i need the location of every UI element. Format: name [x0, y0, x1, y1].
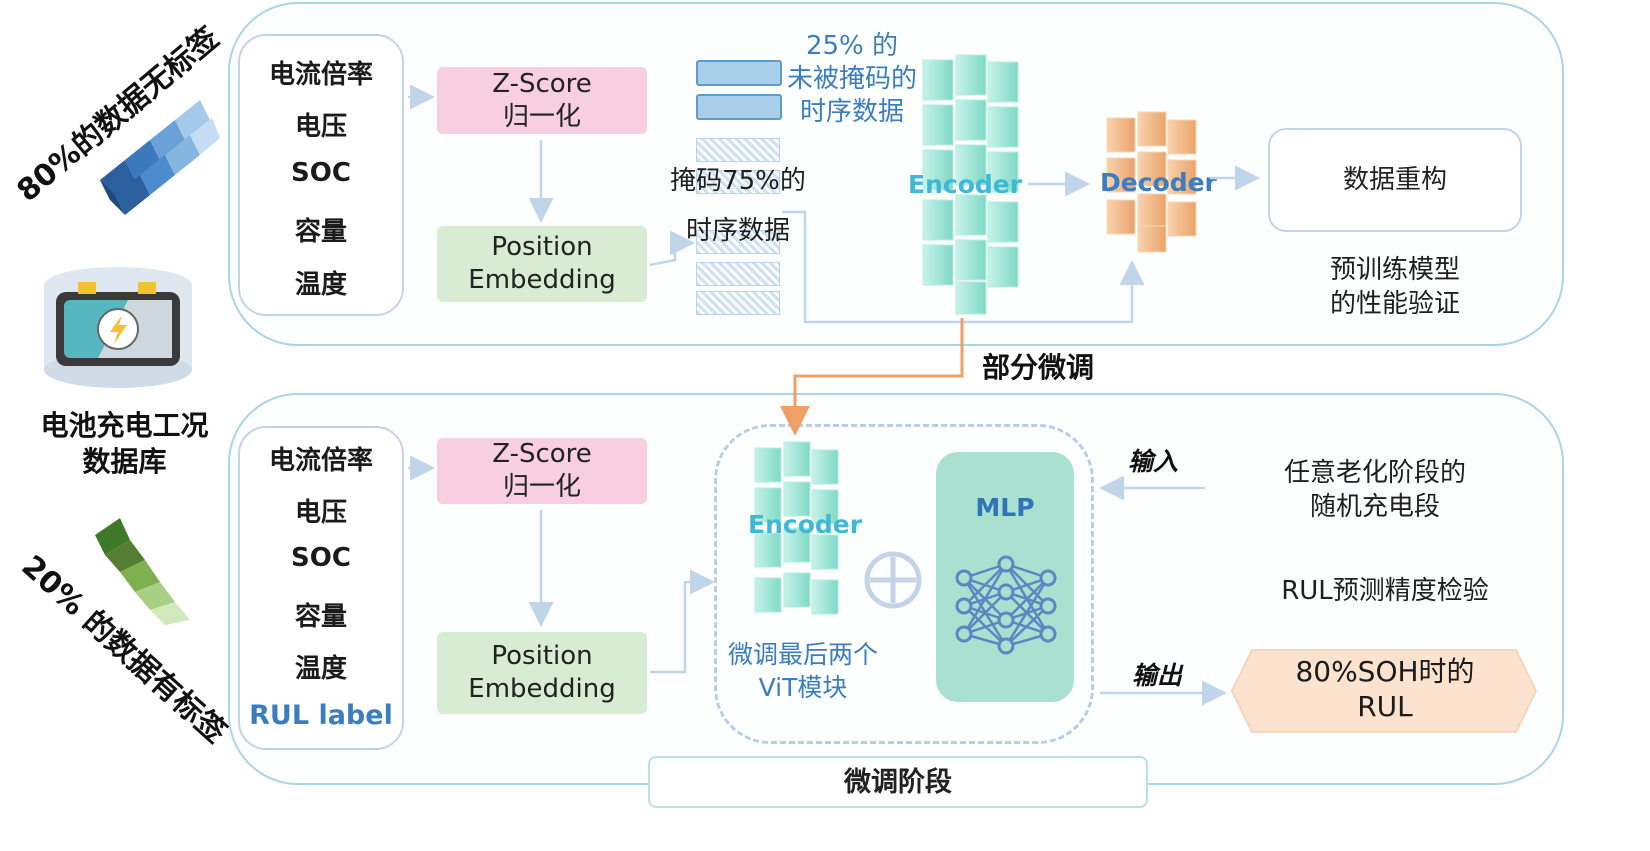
battery-database-icon: [44, 267, 192, 388]
result-line2: RUL: [1357, 690, 1413, 723]
output-arrow-label: 输出: [1132, 661, 1183, 690]
reconstruction-box: 数据重构: [1268, 128, 1522, 232]
position-title: Position: [491, 232, 593, 262]
input-temperature: 温度: [294, 654, 347, 684]
unmasked-line3: 时序数据: [799, 97, 904, 127]
input-voltage: 电压: [294, 112, 347, 142]
database-label: 电池充电工况 数据库: [22, 408, 227, 480]
finetune-input-list: 电流倍率 电压 SOC 容量 温度 RUL label: [238, 426, 404, 750]
database-label-line2: 数据库: [82, 445, 167, 478]
unmasked-data-label: 25% 的 未被掩码的 时序数据: [782, 30, 922, 129]
masked-token: [696, 230, 780, 254]
green-chevron-icon: [95, 518, 190, 625]
input-capacity: 容量: [294, 602, 347, 632]
unmasked-token: [696, 60, 782, 86]
finetune-stage-label: 微调阶段: [844, 766, 952, 798]
zscore-title: Z-Score: [492, 68, 592, 99]
blue-chevron-icon: [100, 100, 220, 215]
zscore-subtitle: 归一化: [502, 101, 581, 132]
input-capacity: 容量: [294, 217, 347, 247]
masked-token: [696, 138, 780, 162]
finetune-stage-tab: 微调阶段: [648, 756, 1148, 808]
partial-finetune-label: 部分微调: [982, 351, 1095, 384]
result-line1: 80%SOH时的: [1295, 655, 1475, 688]
rul-result-hexagon: [1230, 649, 1538, 733]
vit-finetune-label: 微调最后两个 ViT模块: [718, 638, 888, 704]
finetune-encoder-label: Encoder: [748, 510, 863, 539]
input-soc: SOC: [291, 158, 351, 188]
embedding-title: Embedding: [468, 674, 616, 704]
input-current-rate: 电流倍率: [268, 60, 373, 90]
input-soc: SOC: [291, 543, 351, 573]
position-title: Position: [491, 641, 593, 671]
finetune-encoder-block: [754, 441, 839, 615]
unmasked-line1: 25% 的: [805, 31, 899, 61]
reconstruction-label: 数据重构: [1342, 164, 1447, 195]
masked-data-label: 掩码75%的 时序数据: [668, 156, 808, 256]
masked-line2: 时序数据: [685, 216, 790, 246]
neural-network-icon: [955, 555, 1057, 655]
pretrain-encoder-label: Encoder: [908, 170, 1023, 199]
plus-combine-icon: [864, 551, 922, 609]
validate-line2: 的性能验证: [1329, 289, 1460, 319]
pretrain-input-list: 电流倍率 电压 SOC 容量 温度: [238, 34, 404, 316]
masked-line1: 掩码75%的: [670, 166, 806, 196]
vit-line2: ViT模块: [758, 673, 848, 702]
embedding-title: Embedding: [468, 265, 616, 295]
rul-result-label: 80%SOH时的 RUL: [1250, 654, 1520, 724]
zscore-subtitle: 归一化: [502, 472, 581, 502]
input-voltage: 电压: [294, 498, 347, 528]
validate-line1: 预训练模型: [1329, 255, 1460, 285]
rul-accuracy-label: RUL预测精度检验: [1281, 576, 1489, 606]
masked-token: [696, 291, 780, 315]
random-charge-segment-label: 任意老化阶段的 随机充电段: [1270, 456, 1480, 524]
zscore-title: Z-Score: [492, 439, 592, 469]
input-temperature: 温度: [294, 270, 347, 300]
masked-token: [696, 170, 780, 194]
input-current-rate: 电流倍率: [268, 446, 373, 476]
mlp-label: MLP: [975, 493, 1035, 522]
random-line2: 随机充电段: [1309, 492, 1440, 522]
masked-token: [696, 262, 780, 286]
random-line1: 任意老化阶段的: [1283, 458, 1466, 488]
decoder-label: Decoder: [1100, 168, 1217, 197]
unmasked-token: [696, 94, 782, 120]
unmasked-line2: 未被掩码的: [786, 64, 917, 94]
database-label-line1: 电池充电工况: [40, 409, 209, 442]
pretrain-validation-label: 预训练模型 的性能验证: [1300, 253, 1490, 321]
input-rul-label: RUL label: [249, 700, 393, 731]
input-arrow-label: 输入: [1128, 447, 1179, 476]
vit-line1: 微调最后两个: [727, 640, 878, 669]
